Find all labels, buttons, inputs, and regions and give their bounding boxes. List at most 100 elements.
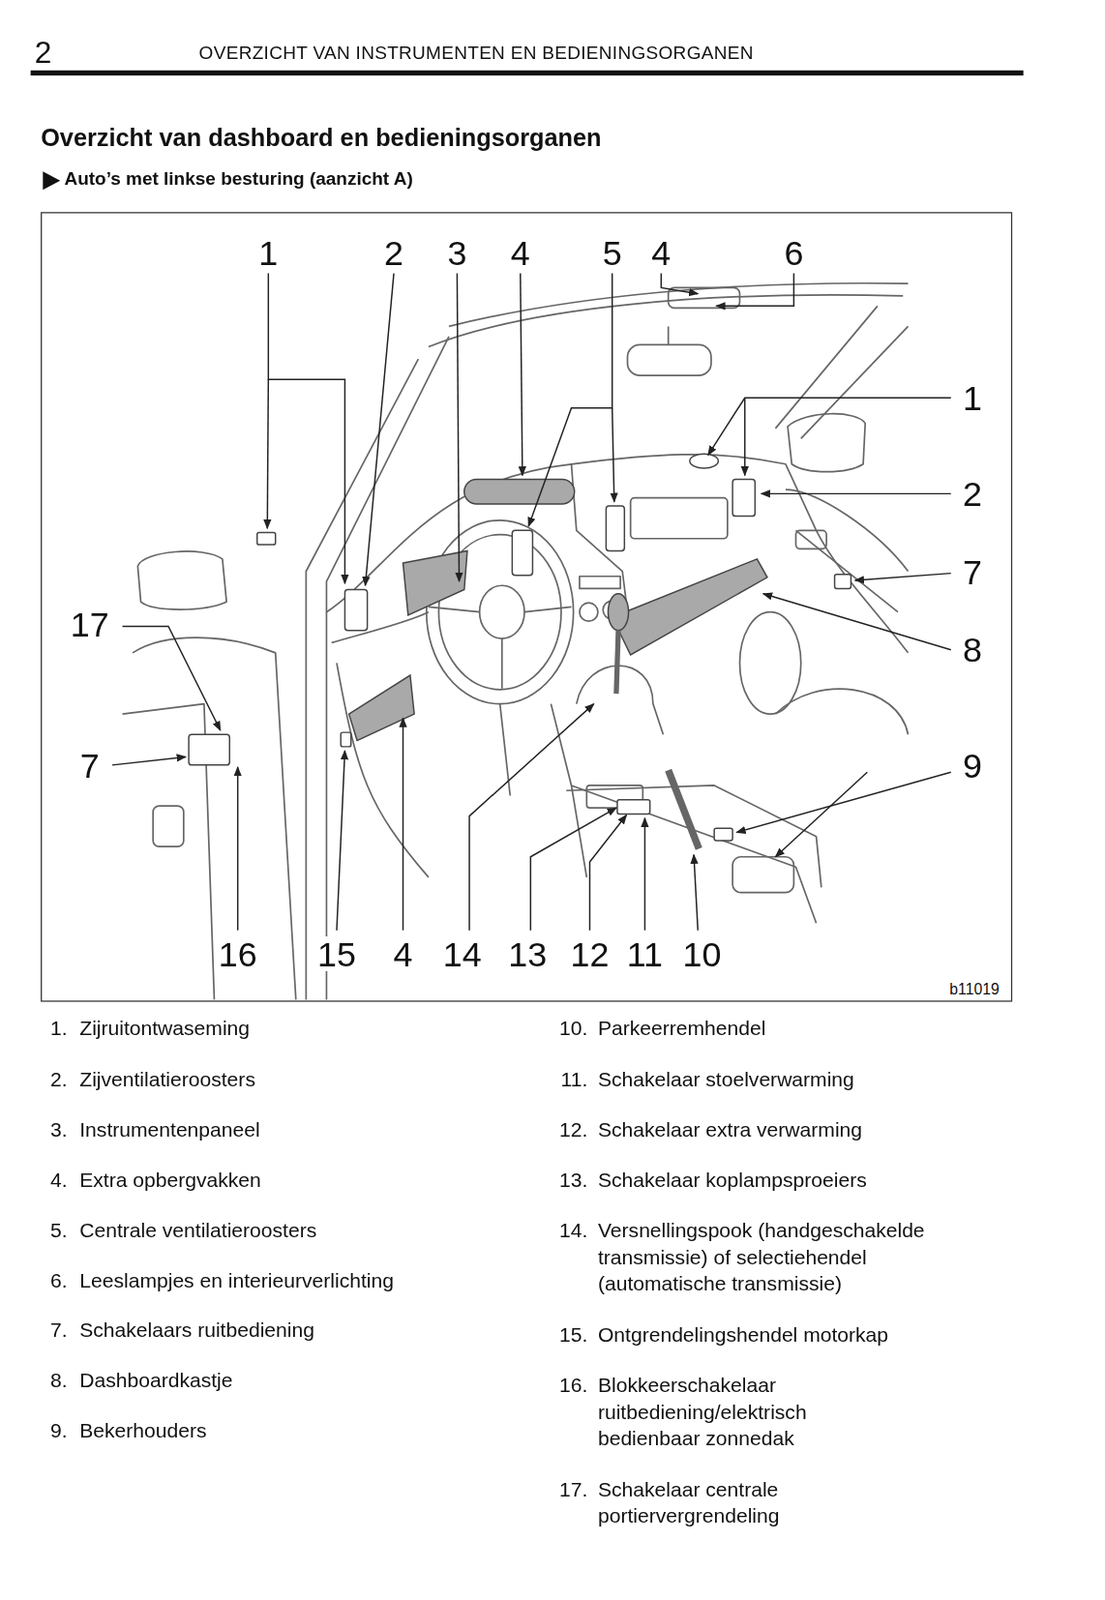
side-vent — [344, 589, 367, 630]
parking-brake — [668, 770, 700, 849]
leader-line — [744, 397, 746, 476]
figure-code: b11019 — [947, 980, 1002, 999]
list-number: 13. — [559, 1166, 588, 1194]
callout-number: 3 — [445, 236, 469, 271]
callout-number: 4 — [508, 236, 533, 271]
right-pillar — [775, 305, 877, 429]
hood-release — [340, 732, 352, 747]
leader-line — [122, 626, 221, 731]
highlighted-parts — [349, 479, 768, 742]
leader-line — [693, 855, 698, 931]
leader-line — [336, 750, 345, 931]
callout-number: 1 — [256, 236, 280, 271]
list-number: 16. — [559, 1372, 588, 1399]
list-number: 11. — [561, 1066, 589, 1093]
list-text: Schakelaar centrale portiervergrendeling — [597, 1476, 848, 1530]
callout-number: 6 — [781, 236, 806, 271]
list-number: 7. — [50, 1316, 68, 1344]
window-switches — [188, 734, 230, 766]
cup-holder-small — [714, 828, 733, 841]
leader-line — [456, 273, 459, 582]
list-text: Versnellingspook (handgeschakelde transm… — [597, 1217, 968, 1297]
callout-number: 17 — [68, 606, 112, 642]
left-pillar — [305, 358, 419, 1000]
list-number: 14. — [559, 1217, 588, 1244]
callout-number: 11 — [625, 936, 665, 972]
list-text: Schakelaars ruitbediening — [79, 1316, 315, 1344]
callout-number: 10 — [680, 936, 723, 972]
list-text: Instrumentenpaneel — [79, 1116, 260, 1143]
list-text: Leeslampjes en interieurverlichting — [79, 1267, 394, 1294]
leader-line — [268, 273, 345, 585]
mirror-stem — [667, 326, 670, 345]
list-number: 3. — [50, 1116, 68, 1143]
callout-number: 12 — [567, 936, 611, 972]
subheading: Auto’s met linkse besturing (aanzicht A) — [63, 168, 413, 191]
gear-lever — [616, 630, 619, 694]
list-text: Centrale ventilatieroosters — [79, 1217, 317, 1244]
leader-line — [402, 717, 404, 930]
list-text: Zijruitontwaseming — [79, 1015, 250, 1042]
callout-number: 7 — [78, 747, 102, 783]
callout-number: 15 — [315, 936, 359, 972]
list-text: Bekerhouders — [79, 1417, 207, 1444]
door-handle — [152, 806, 184, 847]
list-text: Schakelaar extra verwarming — [597, 1116, 863, 1143]
callout-number: 4 — [390, 936, 415, 972]
door-speaker — [739, 612, 801, 715]
dash-storage — [464, 479, 575, 505]
callout-number: 8 — [960, 632, 985, 668]
callout-number: 2 — [382, 236, 406, 271]
callout-number: 4 — [649, 236, 673, 271]
leader-line — [530, 807, 617, 931]
right-pillar-inner — [801, 326, 909, 439]
steering-spokes — [428, 606, 572, 688]
right-side-mirror — [787, 414, 866, 473]
callout-number: 14 — [441, 936, 484, 972]
headliner — [448, 283, 909, 328]
leader-line — [736, 772, 951, 833]
side-demister — [257, 532, 276, 545]
door-handle — [795, 530, 827, 549]
center-vent — [511, 530, 533, 575]
list-number: 4. — [50, 1166, 68, 1194]
callout-number: 1 — [960, 380, 985, 416]
shift-boot — [576, 665, 664, 735]
callout-number: 2 — [960, 476, 985, 511]
leader-line — [775, 772, 867, 858]
header-rule — [30, 70, 1024, 76]
steering-wheel — [426, 520, 574, 705]
left-lower-dash — [336, 662, 429, 877]
callout-number: 13 — [506, 936, 549, 972]
leader-line — [716, 273, 794, 307]
gear-knob — [607, 594, 628, 631]
display-unit — [630, 498, 728, 539]
window-switch — [835, 574, 852, 590]
windshield-top — [428, 295, 903, 348]
list-number: 15. — [559, 1321, 588, 1348]
list-number: 6. — [50, 1267, 68, 1294]
list-number: 12. — [559, 1116, 588, 1143]
figure-frame — [41, 212, 1013, 1002]
list-text: Dashboardkastje — [79, 1367, 233, 1394]
side-demister — [689, 453, 719, 469]
center-vent — [605, 506, 625, 551]
leader-line — [469, 704, 595, 931]
left-side-mirror — [137, 551, 227, 610]
list-number: 2. — [50, 1066, 68, 1093]
control-knob — [579, 602, 598, 622]
dashboard-top — [326, 454, 908, 654]
radio-slot — [579, 576, 621, 590]
cup-holder — [732, 857, 794, 894]
list-number: 9. — [50, 1417, 68, 1444]
callout-number: 9 — [960, 747, 985, 783]
list-text: Parkeerremhendel — [597, 1015, 766, 1042]
console-switches — [617, 800, 651, 815]
list-number: 5. — [50, 1217, 68, 1244]
rear-view-mirror — [627, 344, 712, 376]
callout-number: 5 — [600, 236, 625, 271]
list-text: Schakelaar stoelverwarming — [597, 1066, 855, 1093]
leader-line — [112, 756, 186, 765]
left-door — [122, 637, 297, 1000]
